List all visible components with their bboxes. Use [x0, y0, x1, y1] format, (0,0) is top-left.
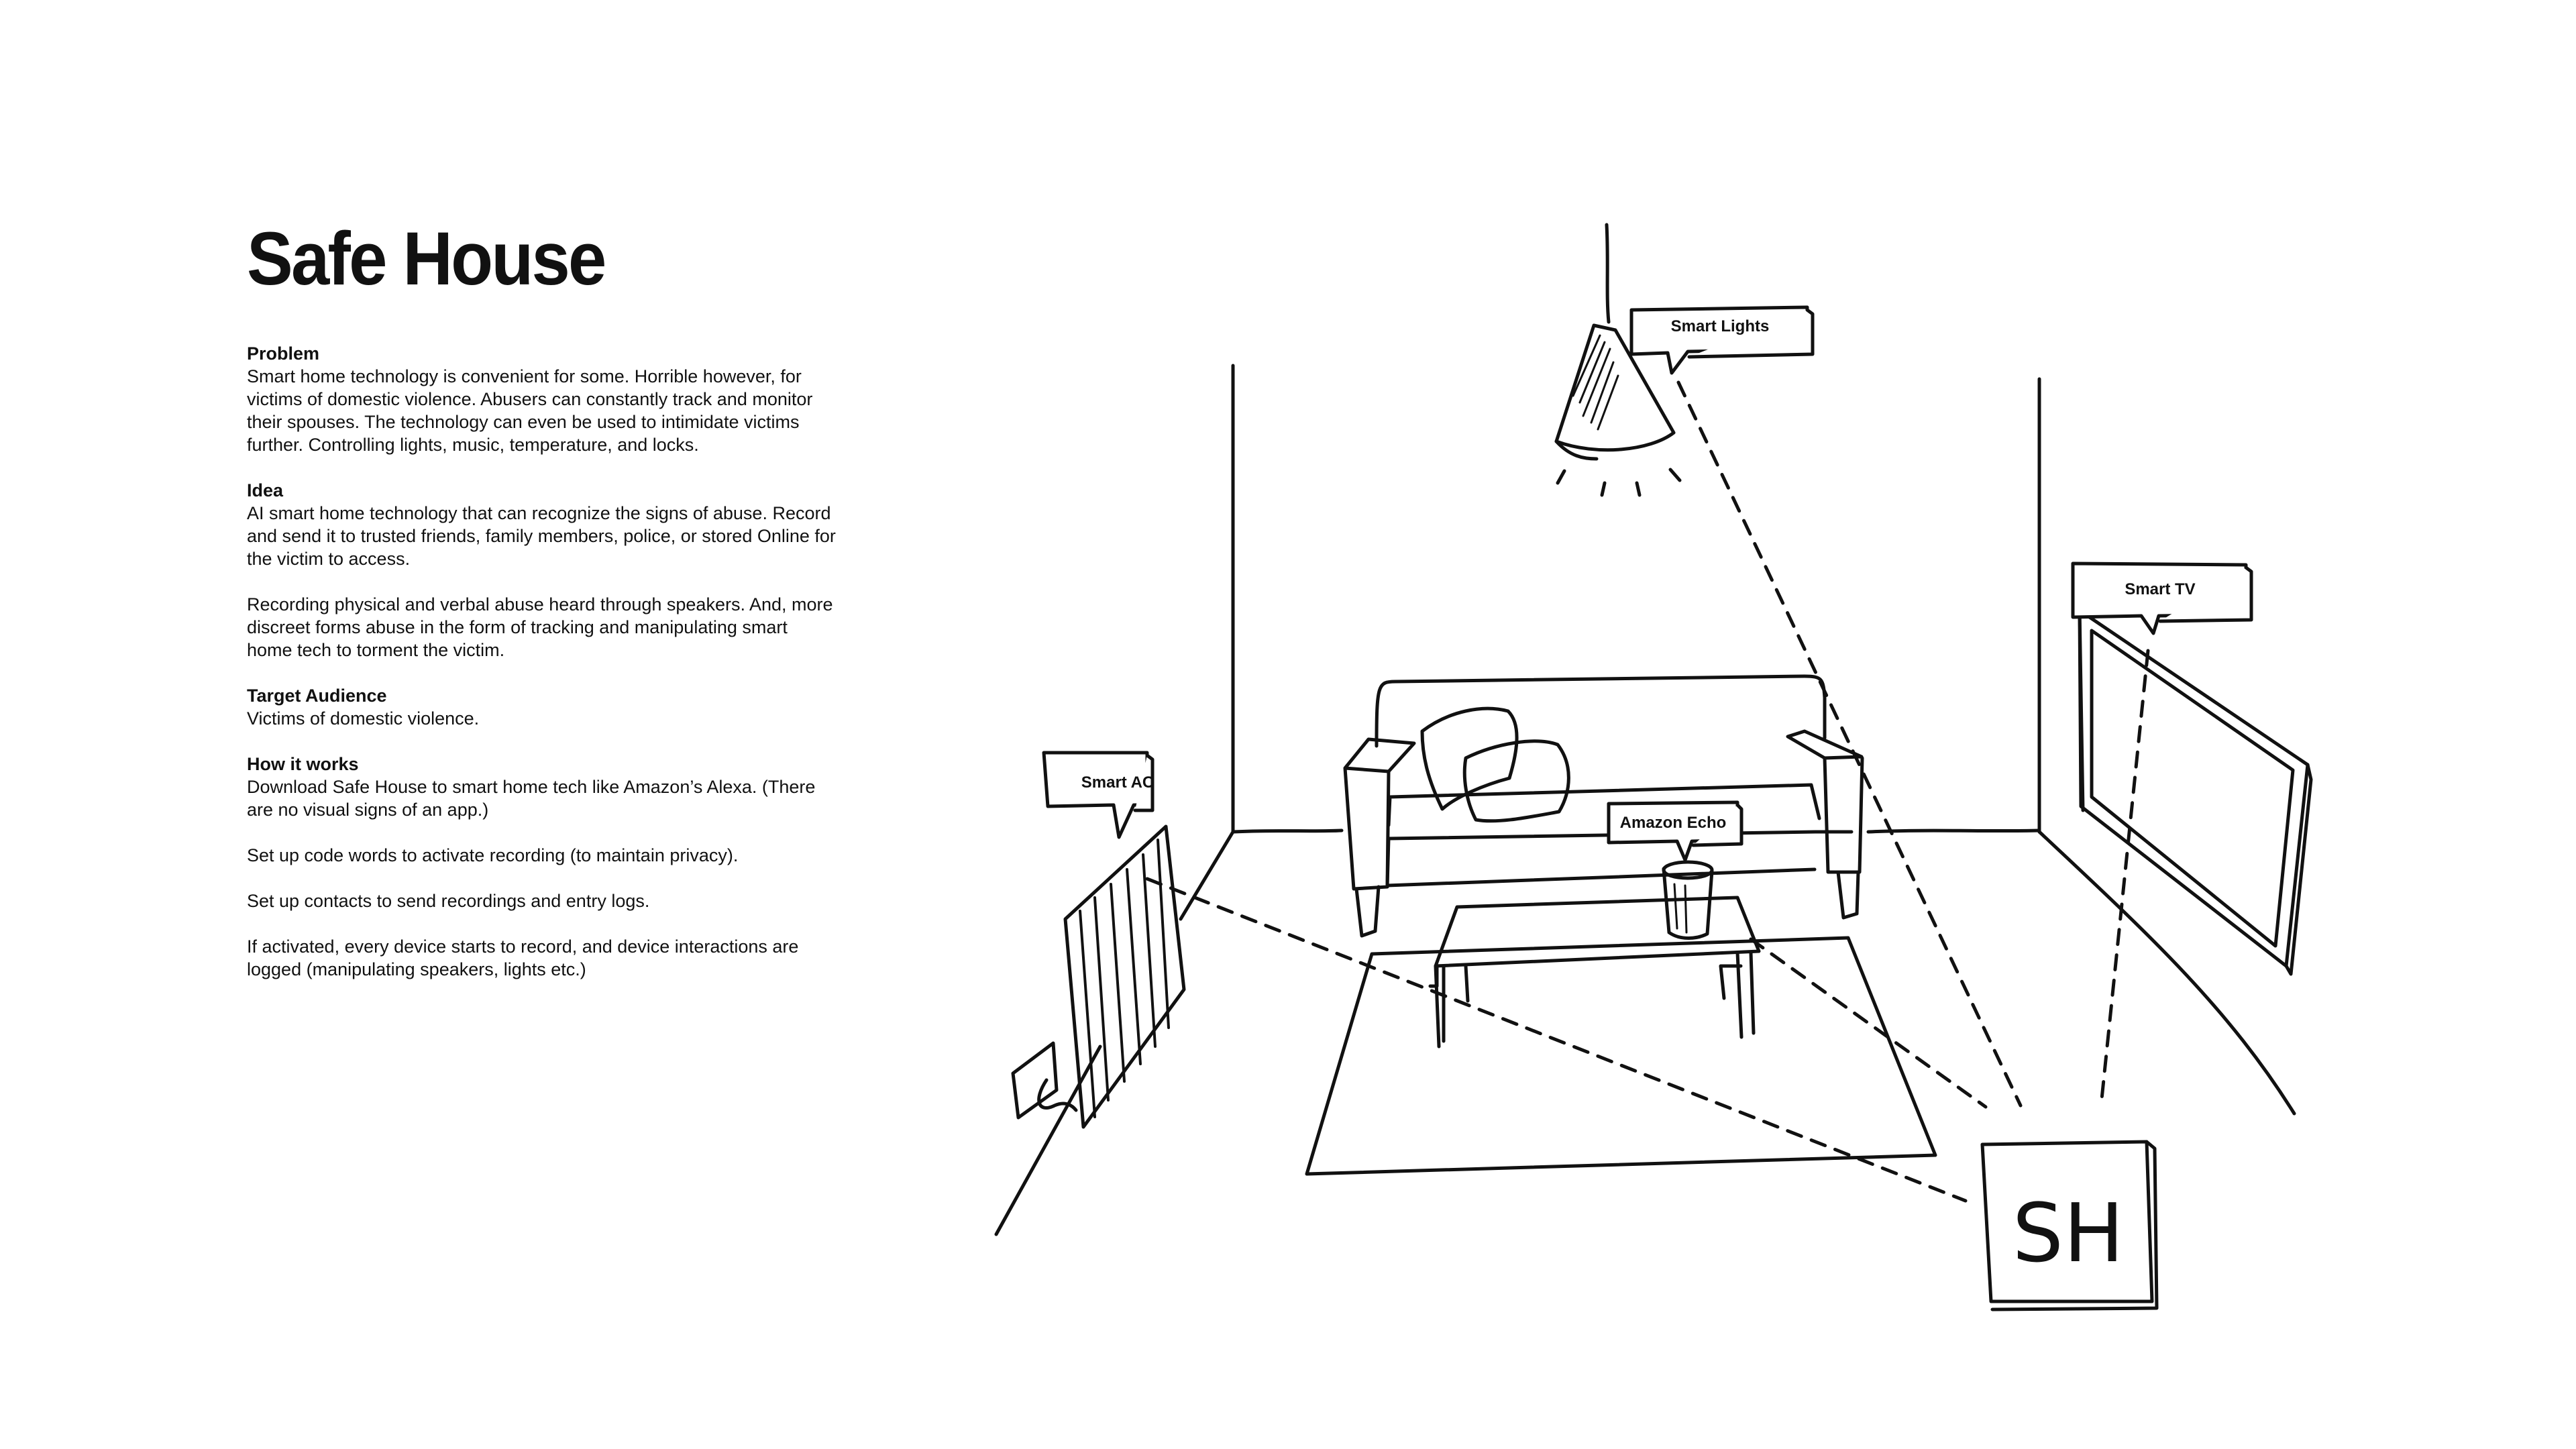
floor-back-line-left — [1231, 828, 1344, 834]
callout-smart-tv-label: Smart TV — [2125, 580, 2195, 598]
ceiling-cord — [1605, 223, 1611, 324]
sofa-seat — [1387, 783, 1821, 827]
left-wall-corner-line — [1230, 364, 1236, 834]
hub-label: SH — [2012, 1187, 2124, 1281]
callout-smart-lights — [1629, 305, 1815, 375]
callout-amazon-echo — [1607, 800, 1743, 862]
floor-left-edge — [994, 830, 1235, 1236]
section-paragraph: Recording physical and verbal abuse hear… — [247, 594, 833, 660]
section-how-it-works: How it works Download Safe House to smar… — [247, 753, 837, 981]
cushion-back — [1420, 706, 1519, 811]
sofa-leg-left — [1354, 885, 1381, 938]
sofa — [1343, 674, 1864, 938]
wall-outlet — [1011, 1041, 1059, 1120]
section-paragraph: Smart home technology is convenient for … — [247, 366, 813, 455]
cushion-front — [1462, 739, 1570, 823]
page-title: Safe House — [247, 217, 606, 301]
section-heading: Idea — [247, 480, 284, 500]
connection-ac-hub — [1145, 877, 1968, 1203]
section-paragraph: Set up contacts to send recordings and e… — [247, 891, 650, 911]
safe-house-hub — [1980, 1140, 2159, 1311]
sofa-leg-right — [1836, 870, 1860, 920]
callout-smart-lights-label: Smart Lights — [1671, 317, 1770, 335]
section-paragraph: Victims of domestic violence. — [247, 708, 480, 729]
connection-tv-hub — [2099, 649, 2150, 1108]
callout-smart-ac-label: Smart AC — [1081, 773, 1154, 792]
sofa-back — [1375, 674, 1827, 748]
floor-back-line-right — [1866, 828, 2041, 834]
sofa-arm-right — [1786, 729, 1864, 874]
table-top — [1434, 896, 1761, 968]
section-paragraph: If activated, every device starts to rec… — [247, 936, 799, 979]
table-legs — [1428, 951, 1756, 1049]
section-paragraph: Download Safe House to smart home tech l… — [247, 777, 816, 820]
section-idea: Idea AI smart home technology that can r… — [247, 479, 837, 661]
smart-tv-device — [2078, 608, 2313, 976]
section-heading: Target Audience — [247, 686, 387, 706]
section-paragraph: Set up code words to activate recording … — [247, 845, 739, 865]
callout-amazon-echo-label: Amazon Echo — [1620, 814, 1727, 832]
coffee-table — [1428, 896, 1761, 1049]
lamp-light-rays — [1556, 468, 1682, 497]
section-target-audience: Target Audience Victims of domestic viol… — [247, 684, 837, 730]
connection-lights-hub — [1676, 380, 2023, 1108]
section-heading: How it works — [247, 754, 359, 774]
callout-smart-ac — [1042, 751, 1155, 839]
room-walls — [994, 223, 2296, 1236]
sofa-arm-left — [1343, 737, 1416, 891]
callout-smart-tv — [2071, 561, 2253, 635]
smart-lights-lamp — [1554, 323, 1682, 497]
connection-echo-hub — [1749, 937, 1988, 1109]
connection-lines — [1145, 380, 2150, 1203]
section-heading: Problem — [247, 343, 320, 364]
floor-right-edge — [2037, 830, 2296, 1116]
section-paragraph: AI smart home technology that can recogn… — [247, 503, 836, 569]
amazon-echo-device — [1662, 860, 1714, 940]
rug — [1305, 936, 1937, 1176]
radiator-cable — [1037, 1078, 1078, 1112]
description-column: Problem Smart home technology is conveni… — [247, 342, 837, 1004]
smart-ac-radiator — [1011, 824, 1186, 1129]
section-problem: Problem Smart home technology is conveni… — [247, 342, 837, 456]
